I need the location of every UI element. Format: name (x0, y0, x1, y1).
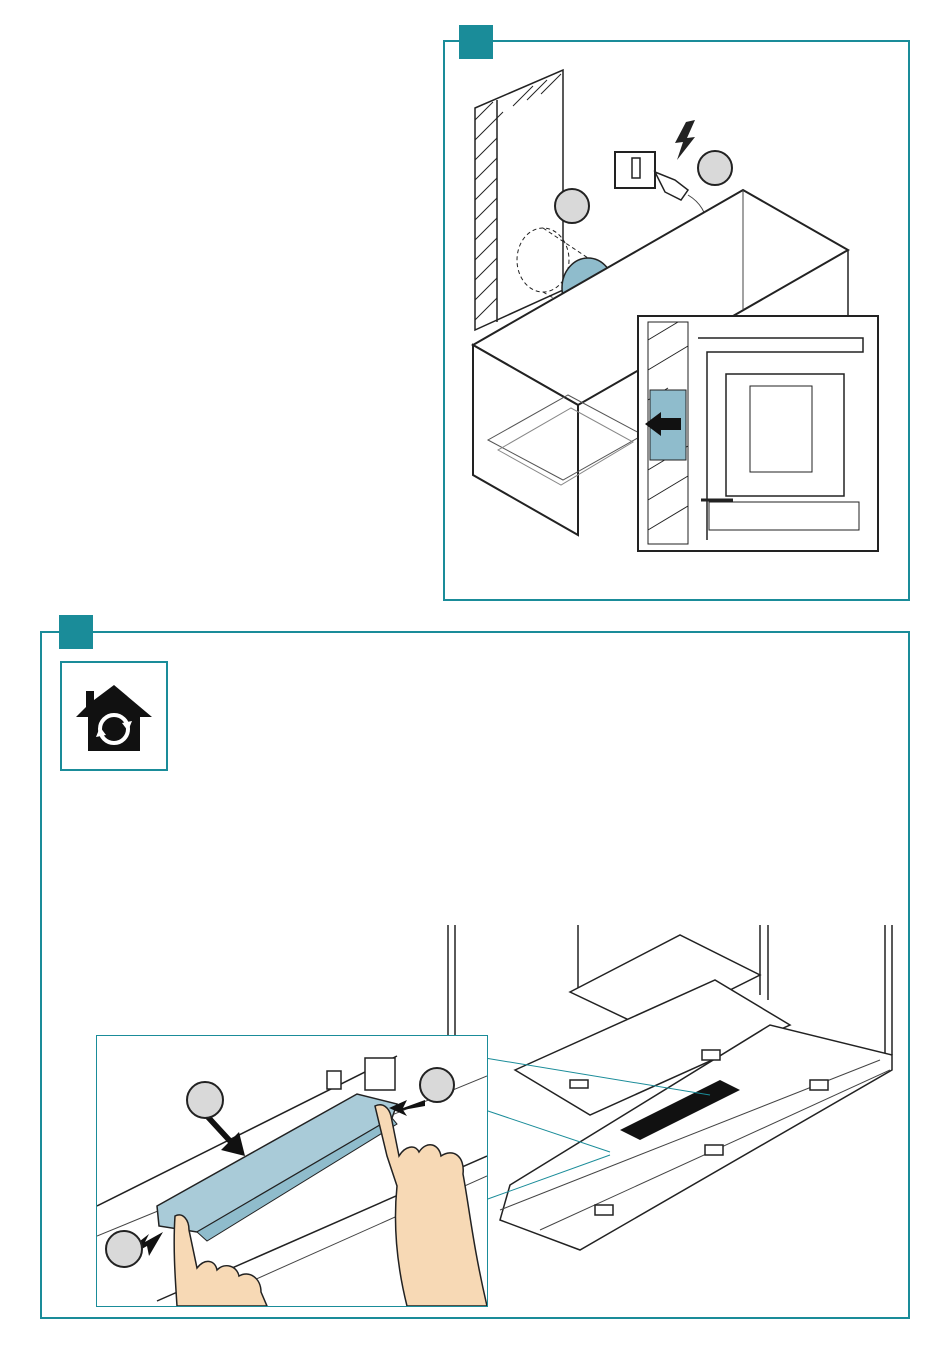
callout-filter-1 (187, 1082, 223, 1118)
callout-filter-2 (420, 1068, 454, 1102)
callout-filter-3 (106, 1231, 142, 1267)
